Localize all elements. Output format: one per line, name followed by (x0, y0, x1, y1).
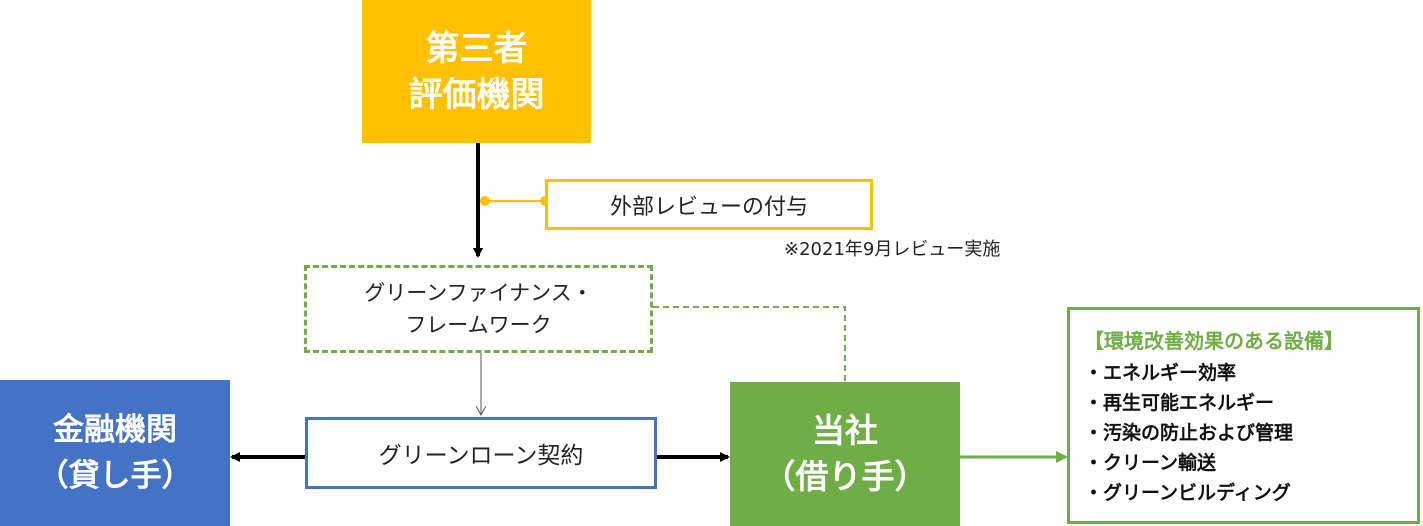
lender-box: 金融機関 （貸し手） (0, 380, 230, 526)
external-review-label: 外部レビューの付与 (609, 194, 808, 220)
borrower-box: 当社 （借り手） (730, 382, 960, 526)
borrower-line2: （借り手） (762, 457, 928, 496)
evaluator-line2: 評価機関 (408, 74, 545, 115)
evaluator-line1: 第三者 (425, 28, 528, 69)
framework-line2: フレームワーク (405, 313, 552, 337)
borrower-line1: 当社 (812, 411, 878, 450)
facility-item: ・再生可能エネルギー (1084, 392, 1275, 414)
facility-item: ・クリーン輸送 (1084, 452, 1217, 474)
facilities-heading: 【環境改善効果のある設備】 (1084, 329, 1344, 353)
green-finance-framework-box: グリーンファイナンス・ フレームワーク (304, 265, 653, 353)
review-connector-dot-left (480, 196, 490, 206)
framework-borrower-dashed (653, 306, 846, 382)
green-loan-contract-box: グリーンローン契約 (305, 417, 657, 489)
third-party-evaluator-box: 第三者 評価機関 (362, 0, 591, 143)
framework-line1: グリーンファイナンス・ (364, 281, 593, 305)
facility-item: ・汚染の防止および管理 (1084, 422, 1294, 444)
facility-item: ・エネルギー効率 (1084, 362, 1237, 384)
lender-line2: （貸し手） (37, 458, 193, 494)
review-note: ※2021年9月レビュー実施 (784, 239, 1001, 260)
lender-line1: 金融機関 (53, 412, 177, 448)
eligible-facilities-box: 【環境改善効果のある設備】 ・エネルギー効率 ・再生可能エネルギー ・汚染の防止… (1067, 307, 1420, 524)
facility-item: ・グリーンビルディング (1084, 482, 1291, 504)
loan-contract-label: グリーンローン契約 (378, 443, 584, 469)
external-review-box: 外部レビューの付与 (545, 179, 873, 230)
